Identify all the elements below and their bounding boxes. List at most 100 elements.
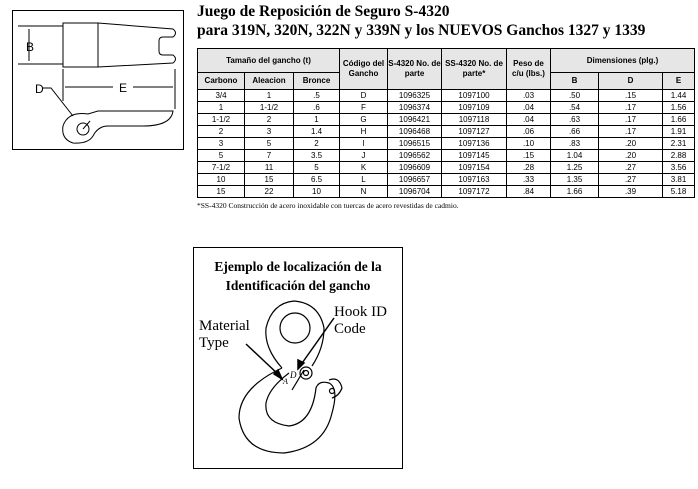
header-s4320: S-4320 No. de parte <box>387 48 442 90</box>
table-cell: 1.04 <box>550 149 599 162</box>
table-cell: 1097100 <box>441 89 507 102</box>
table-cell: 1096609 <box>387 161 442 174</box>
table-cell: .03 <box>506 89 551 102</box>
table-cell: 1096562 <box>387 149 442 162</box>
table-cell: 1097163 <box>441 173 507 186</box>
table-cell: 2.88 <box>662 149 695 162</box>
table-cell: 1097118 <box>441 113 507 126</box>
table-cell: 7 <box>244 149 294 162</box>
table-cell: 1.44 <box>662 89 695 102</box>
page-title: Juego de Reposición de Seguro S-4320 par… <box>197 2 645 40</box>
parts-table: Tamaño del gancho (t) Código del Gancho … <box>197 48 695 198</box>
table-cell: 3.5 <box>293 149 340 162</box>
table-cell: 3/4 <box>197 89 245 102</box>
table-cell: .04 <box>506 101 551 114</box>
table-cell: .17 <box>598 113 663 126</box>
header-weight: Peso de c/u (lbs.) <box>506 48 551 90</box>
latch-dimension-drawing: B D E <box>18 22 176 144</box>
table-cell: 1.66 <box>662 113 695 126</box>
hook-id-line-1: Hook ID <box>334 304 387 320</box>
table-cell: 5 <box>293 161 340 174</box>
table-cell: .15 <box>598 89 663 102</box>
table-cell: N <box>339 185 388 198</box>
table-cell: .06 <box>506 125 551 138</box>
table-cell: .50 <box>550 89 599 102</box>
table-cell: 22 <box>244 185 294 198</box>
header-carbono: Carbono <box>197 72 245 90</box>
table-cell: 7-1/2 <box>197 161 245 174</box>
table-cell: .63 <box>550 113 599 126</box>
hook-example-title: Ejemplo de localización de la Identifica… <box>194 257 402 295</box>
table-cell: .5 <box>293 89 340 102</box>
table-cell: 6.5 <box>293 173 340 186</box>
header-e: E <box>662 72 695 90</box>
hook-id-example-box: Ejemplo de localización de la Identifica… <box>193 247 403 469</box>
table-cell: .28 <box>506 161 551 174</box>
hook-id-line-2: Code <box>334 321 366 337</box>
table-cell: 1.35 <box>550 173 599 186</box>
header-hook-code: Código del Gancho <box>339 48 388 90</box>
material-line-1: Material <box>199 318 250 334</box>
table-cell: 1-1/2 <box>197 113 245 126</box>
latch-kit-diagram: B D E <box>12 10 184 150</box>
header-dimensions: Dimensiones (plg.) <box>550 48 695 73</box>
table-cell: 1097127 <box>441 125 507 138</box>
table-cell: 3 <box>197 137 245 150</box>
table-cell: .54 <box>550 101 599 114</box>
dimension-b-label: B <box>26 40 34 54</box>
table-cell: F <box>339 101 388 114</box>
table-cell: 5 <box>244 137 294 150</box>
table-cell: 1.66 <box>550 185 599 198</box>
table-cell: .33 <box>506 173 551 186</box>
hook-code-mark: D <box>289 370 297 380</box>
table-cell: .66 <box>550 125 599 138</box>
table-cell: 1096325 <box>387 89 442 102</box>
table-cell: 5.18 <box>662 185 695 198</box>
header-aleacion: Aleacion <box>244 72 294 90</box>
table-cell: .27 <box>598 161 663 174</box>
table-cell: .17 <box>598 101 663 114</box>
table-cell: 1.4 <box>293 125 340 138</box>
hook-title-line-2: Identificación del gancho <box>225 278 371 293</box>
table-cell: K <box>339 161 388 174</box>
table-cell: .04 <box>506 113 551 126</box>
table-cell: .10 <box>506 137 551 150</box>
table-cell: 1096374 <box>387 101 442 114</box>
header-hook-size: Tamaño del gancho (t) <box>197 48 340 73</box>
table-cell: 2.31 <box>662 137 695 150</box>
table-cell: 1 <box>293 113 340 126</box>
header-ss4320: SS-4320 No. de parte* <box>441 48 507 90</box>
table-cell: 1097172 <box>441 185 507 198</box>
table-cell: 1.56 <box>662 101 695 114</box>
header-d: D <box>598 72 663 90</box>
table-cell: .84 <box>506 185 551 198</box>
table-cell: .39 <box>598 185 663 198</box>
table-cell: 1097109 <box>441 101 507 114</box>
table-cell: 10 <box>293 185 340 198</box>
table-cell: 1.91 <box>662 125 695 138</box>
table-cell: 2 <box>197 125 245 138</box>
table-cell: 2 <box>293 137 340 150</box>
table-cell: 1097136 <box>441 137 507 150</box>
table-cell: 10 <box>197 173 245 186</box>
table-cell: 3.81 <box>662 173 695 186</box>
table-cell: .17 <box>598 125 663 138</box>
table-cell: 1 <box>197 101 245 114</box>
table-cell: .15 <box>506 149 551 162</box>
header-b: B <box>550 72 599 90</box>
material-line-2: Type <box>199 335 229 351</box>
dimension-e-label: E <box>119 81 127 95</box>
dimension-d-label: D <box>35 82 44 96</box>
header-bronce: Bronce <box>293 72 340 90</box>
table-cell: L <box>339 173 388 186</box>
table-cell: 1096515 <box>387 137 442 150</box>
material-mark: A <box>282 377 288 386</box>
table-cell: J <box>339 149 388 162</box>
table-cell: .27 <box>598 173 663 186</box>
table-cell: .20 <box>598 149 663 162</box>
